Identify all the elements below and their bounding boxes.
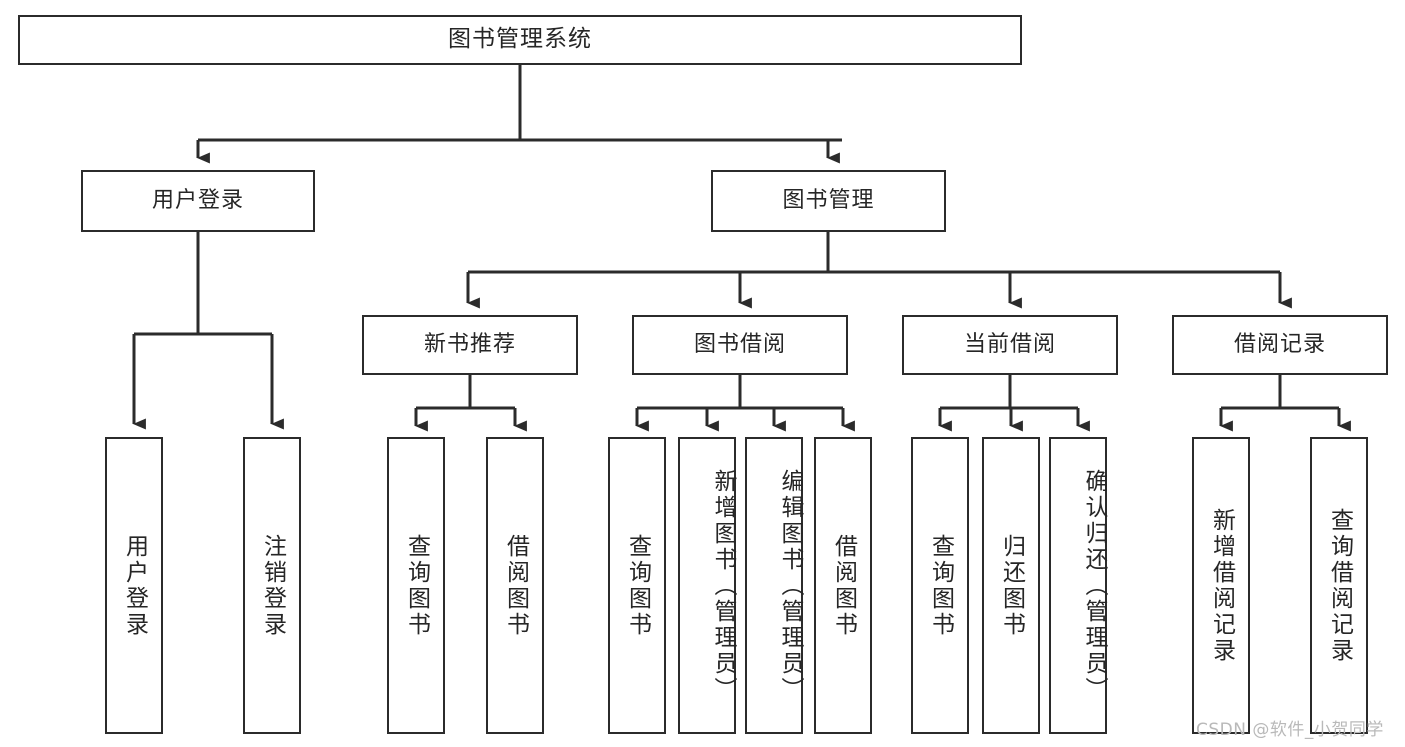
node-leaf-query-book-1[interactable]: 查询图书 <box>387 437 445 734</box>
node-book-manage-label: 图书管理 <box>782 187 875 213</box>
node-leaf-user-logout[interactable]: 注销登录 <box>243 437 301 734</box>
node-user-login-label: 用户登录 <box>151 187 244 213</box>
node-leaf-query-record-label: 查询借阅记录 <box>1326 507 1353 664</box>
node-leaf-edit-book-label: 编辑图书（管理员） <box>777 468 803 703</box>
node-leaf-confirm-return[interactable]: 确认归还（管理员） <box>1049 437 1107 734</box>
node-leaf-query-book-2-label: 查询图书 <box>624 533 651 638</box>
node-leaf-add-book[interactable]: 新增图书（管理员） <box>678 437 736 734</box>
node-leaf-add-record[interactable]: 新增借阅记录 <box>1192 437 1250 734</box>
node-leaf-return-book-label: 归还图书 <box>998 533 1025 638</box>
node-leaf-borrow-book-1[interactable]: 借阅图书 <box>486 437 544 734</box>
node-leaf-add-book-label: 新增图书（管理员） <box>710 468 736 703</box>
node-leaf-add-record-label: 新增借阅记录 <box>1208 507 1235 664</box>
node-new-book-recommend-label: 新书推荐 <box>423 331 516 357</box>
node-borrow-record-label: 借阅记录 <box>1233 331 1326 357</box>
node-leaf-return-book[interactable]: 归还图书 <box>982 437 1040 734</box>
node-current-borrow-label: 当前借阅 <box>963 331 1056 357</box>
node-book-borrow[interactable]: 图书借阅 <box>632 315 848 375</box>
node-leaf-user-login-label: 用户登录 <box>121 533 148 638</box>
node-borrow-record[interactable]: 借阅记录 <box>1172 315 1388 375</box>
node-book-manage[interactable]: 图书管理 <box>711 170 946 232</box>
node-leaf-borrow-book-2[interactable]: 借阅图书 <box>814 437 872 734</box>
node-leaf-borrow-book-2-label: 借阅图书 <box>830 533 857 638</box>
watermark: CSDN @软件_小贺同学 <box>1196 720 1384 740</box>
node-book-borrow-label: 图书借阅 <box>693 331 786 357</box>
node-leaf-query-book-3[interactable]: 查询图书 <box>911 437 969 734</box>
node-leaf-edit-book[interactable]: 编辑图书（管理员） <box>745 437 803 734</box>
node-leaf-query-book-1-label: 查询图书 <box>403 533 430 638</box>
node-new-book-recommend[interactable]: 新书推荐 <box>362 315 578 375</box>
node-leaf-borrow-book-1-label: 借阅图书 <box>502 533 529 638</box>
node-leaf-query-book-2[interactable]: 查询图书 <box>608 437 666 734</box>
node-current-borrow[interactable]: 当前借阅 <box>902 315 1118 375</box>
node-leaf-user-logout-label: 注销登录 <box>259 533 286 638</box>
node-root[interactable]: 图书管理系统 <box>18 15 1022 65</box>
node-leaf-query-book-3-label: 查询图书 <box>927 533 954 638</box>
node-leaf-query-record[interactable]: 查询借阅记录 <box>1310 437 1368 734</box>
node-root-label: 图书管理系统 <box>448 26 592 53</box>
node-user-login[interactable]: 用户登录 <box>81 170 315 232</box>
node-leaf-confirm-return-label: 确认归还（管理员） <box>1081 468 1107 703</box>
node-leaf-user-login[interactable]: 用户登录 <box>105 437 163 734</box>
